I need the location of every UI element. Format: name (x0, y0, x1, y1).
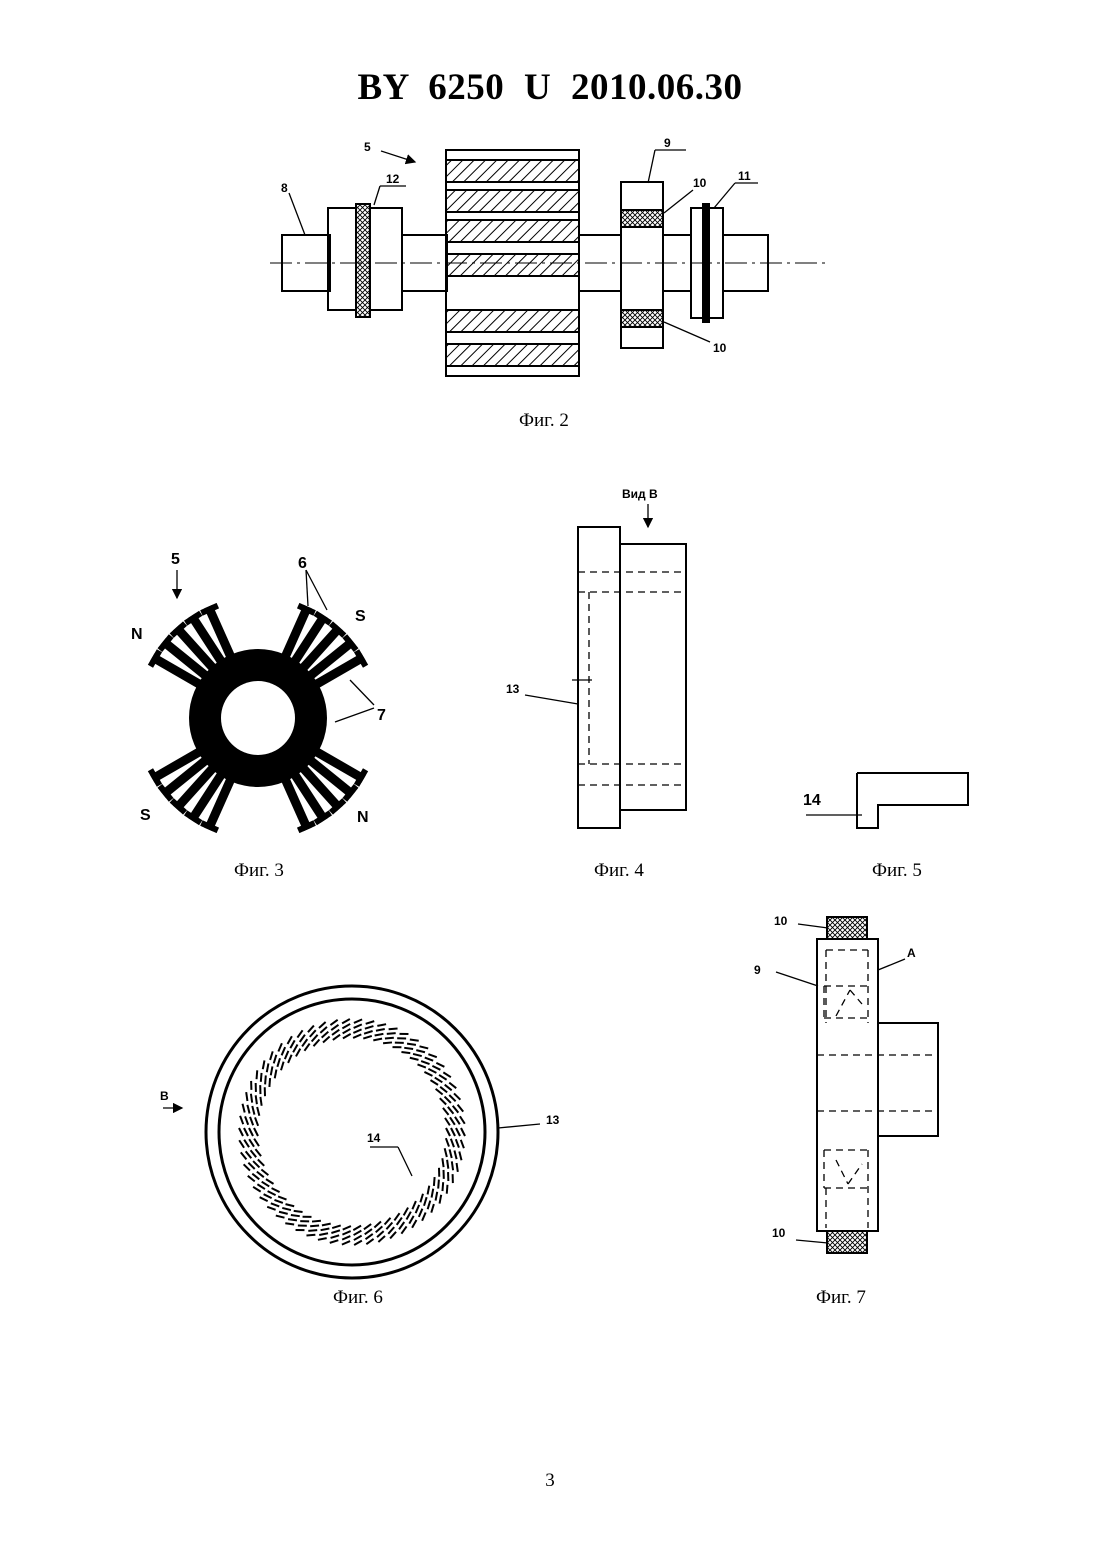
coil-segment (241, 1149, 261, 1159)
coil-segment (374, 1222, 385, 1242)
coil-segment (385, 1218, 397, 1239)
pole-n-top: N (131, 626, 143, 643)
fig7-label-a: A (907, 946, 916, 960)
coil-segment (445, 1116, 465, 1125)
label-5: 5 (364, 140, 371, 154)
label-9: 9 (664, 136, 671, 150)
coil-segment (239, 1139, 259, 1148)
fig7-label-9: 9 (754, 963, 761, 977)
rotor-hatched-bars (446, 160, 579, 366)
coil-segment (404, 1208, 417, 1228)
coil-segment (439, 1168, 453, 1183)
coil-segment (330, 1020, 340, 1040)
pole-n-bottom: N (357, 809, 369, 826)
coil-segment (243, 1104, 260, 1116)
page-number: 3 (0, 1470, 1100, 1492)
fig6-view-label: В (160, 1089, 169, 1103)
figure-7 (776, 917, 938, 1253)
coil-segment (319, 1022, 330, 1042)
coil-segment (430, 1072, 450, 1085)
coil-segment (364, 1224, 374, 1244)
coil-segment (296, 1217, 312, 1230)
figure-6 (163, 986, 540, 1278)
coil-segment (446, 1128, 465, 1136)
coil-segment (248, 1170, 269, 1182)
figure-3: 5 6 7 N S S N (131, 551, 386, 830)
figure-2 (270, 150, 830, 376)
fig3-label-7: 7 (377, 707, 386, 724)
caption-fig-7: Фиг. 7 (816, 1287, 866, 1309)
coil-segment (443, 1105, 463, 1115)
coil-segment (288, 1036, 301, 1056)
coil-segment (308, 1026, 320, 1047)
fig4-label-13: 13 (506, 682, 520, 696)
coil-segment (251, 1081, 265, 1096)
caption-fig-2: Фиг. 2 (519, 410, 569, 432)
coil-segment (342, 1226, 351, 1245)
fig7-label-10-bottom: 10 (772, 1226, 786, 1240)
coil-segment (306, 1221, 320, 1236)
figure-4 (525, 504, 686, 828)
caption-fig-6: Фиг. 6 (333, 1287, 383, 1309)
coil-segment (297, 1030, 309, 1051)
fig3-label-5: 5 (171, 551, 180, 568)
label-10-top: 10 (693, 176, 707, 190)
label-8: 8 (281, 181, 288, 195)
pole-s-bottom: S (140, 807, 151, 824)
caption-fig-5: Фиг. 5 (872, 860, 922, 882)
coil-segment (353, 1226, 362, 1245)
label-10-bottom: 10 (713, 341, 727, 355)
coil-segment (260, 1188, 280, 1201)
caption-fig-4: Фиг. 4 (594, 860, 644, 882)
coil-segment (240, 1116, 258, 1126)
coil-segment (383, 1029, 397, 1044)
coil-segment (353, 1019, 362, 1038)
coil-segment (246, 1092, 261, 1106)
coil-segment (257, 1070, 271, 1087)
coil-segment (253, 1179, 273, 1192)
coil-segment (424, 1063, 444, 1076)
fig7-label-10-top: 10 (774, 914, 788, 928)
coil-segment (373, 1024, 386, 1040)
coil-segment (442, 1158, 457, 1172)
fig4-view-label: Вид В (622, 487, 658, 501)
figure-5 (806, 773, 968, 828)
coil-segment (446, 1138, 464, 1148)
pole-s-top: S (355, 608, 366, 625)
coil-segment (445, 1148, 462, 1160)
coil-segment (394, 1213, 406, 1234)
label-12: 12 (386, 172, 400, 186)
coil-segment (436, 1083, 457, 1095)
coil-segment (392, 1034, 408, 1047)
coil-segment (330, 1225, 341, 1242)
fig6-label-13: 13 (546, 1113, 560, 1127)
coil-segment (440, 1093, 461, 1104)
coil-segment (363, 1021, 374, 1038)
coil-segment (342, 1019, 351, 1038)
fig3-label-6: 6 (298, 555, 307, 572)
fig5-label-14: 14 (803, 792, 821, 809)
coil-segment (434, 1177, 448, 1194)
coil-segment (318, 1224, 331, 1240)
fig6-label-14: 14 (367, 1131, 381, 1145)
caption-fig-3: Фиг. 3 (234, 860, 284, 882)
label-11: 11 (738, 169, 751, 183)
coil-segment (239, 1128, 258, 1136)
coil-segment (244, 1160, 265, 1171)
